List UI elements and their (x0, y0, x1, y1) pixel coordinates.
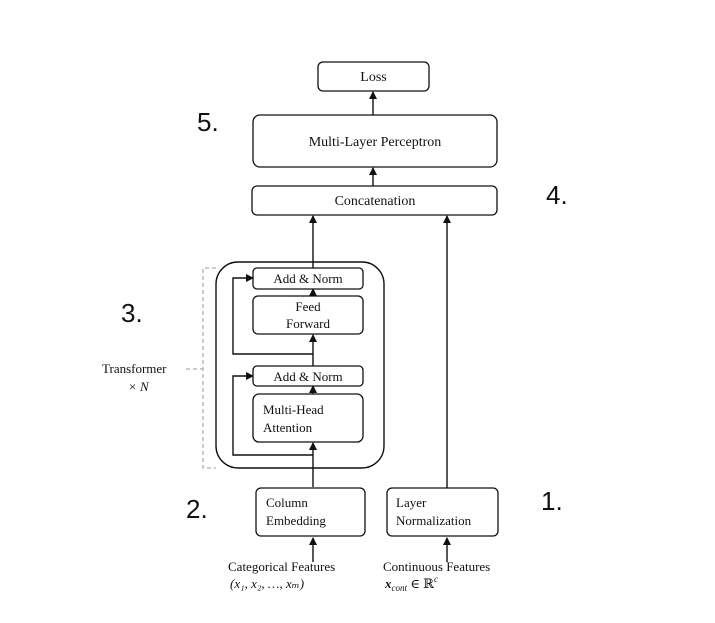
categorical-features-label: Categorical Features (228, 559, 335, 574)
add-norm-top-box (252, 267, 364, 290)
add-norm-top-label: Add & Norm (273, 271, 342, 286)
transformer-bracket (202, 267, 216, 469)
layer-normalization-box (386, 487, 499, 537)
continuous-features-label: Continuous Features (383, 559, 490, 574)
edge-residual-upper (232, 274, 313, 355)
node-feed-forward: Feed Forward (252, 295, 364, 335)
column-embedding-label-line1: Column (266, 495, 308, 510)
add-norm-bottom-label: Add & Norm (273, 369, 342, 384)
continuous-math-var: x (384, 576, 392, 591)
transformer-label: Transformer (102, 361, 167, 376)
continuous-math-sub: cont (392, 583, 408, 593)
mha-label-line1: Multi-Head (263, 402, 324, 417)
mha-box (252, 393, 364, 443)
column-embedding-box (255, 487, 366, 537)
node-concat: Concatenation (251, 185, 498, 216)
node-loss: Loss (317, 61, 430, 92)
input-continuous: Continuous Features xcont ∈ ℝc (383, 559, 490, 593)
mlp-label: Multi-Layer Perceptron (309, 135, 442, 150)
categorical-features-math: (x₁, x₂, …, xₘ) (230, 576, 304, 591)
continuous-math-rest: ∈ ℝ (407, 576, 435, 591)
node-column-embedding: Column Embedding (255, 487, 366, 537)
node-layer-normalization: Layer Normalization (386, 487, 499, 537)
loss-box (317, 61, 430, 92)
continuous-features-math: xcont ∈ ℝc (384, 574, 438, 593)
edge-residual-lower (232, 372, 313, 456)
node-add-norm-top: Add & Norm (252, 267, 364, 290)
transformer-block (215, 261, 385, 469)
add-norm-bottom-box (252, 365, 364, 387)
concat-box (251, 185, 498, 216)
step-number-5: 5. (197, 107, 219, 137)
node-mlp: Multi-Layer Perceptron (252, 114, 498, 168)
feed-forward-label-line1: Feed (295, 299, 321, 314)
step-number-3: 3. (121, 298, 143, 328)
edges (232, 91, 451, 562)
mlp-box (252, 114, 498, 168)
node-multi-head-attention: Multi-Head Attention (252, 393, 364, 443)
loss-label: Loss (360, 70, 386, 85)
step-number-1: 1. (541, 486, 563, 516)
continuous-math-sup: c (434, 574, 438, 584)
input-categorical: Categorical Features (x₁, x₂, …, xₘ) (228, 559, 335, 591)
node-add-norm-bottom: Add & Norm (252, 365, 364, 387)
layer-normalization-label-line1: Layer (396, 495, 427, 510)
column-embedding-label-line2: Embedding (266, 513, 326, 528)
transformer-repeat-label: × N (128, 379, 150, 394)
step-number-4: 4. (546, 180, 568, 210)
concat-label: Concatenation (335, 194, 416, 209)
feed-forward-label-line2: Forward (286, 316, 331, 331)
feed-forward-box (252, 295, 364, 335)
step-number-2: 2. (186, 494, 208, 524)
mha-label-line2: Attention (263, 420, 313, 435)
layer-normalization-label-line2: Normalization (396, 513, 472, 528)
